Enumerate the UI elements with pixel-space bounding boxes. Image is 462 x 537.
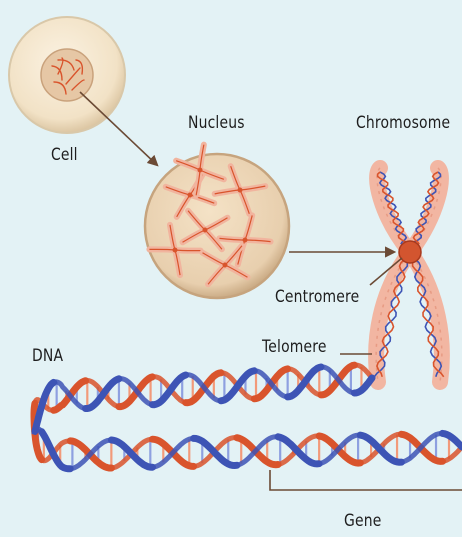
label-telomere: Telomere xyxy=(262,337,327,357)
dna-double-helix xyxy=(34,365,462,469)
cell xyxy=(9,17,125,133)
gene-marker-line xyxy=(270,470,462,490)
label-nucleus: Nucleus xyxy=(188,113,245,133)
label-cell: Cell xyxy=(51,145,78,165)
nucleus xyxy=(145,145,289,298)
label-dna: DNA xyxy=(32,346,63,366)
chromosome xyxy=(374,168,443,382)
label-centromere: Centromere xyxy=(275,287,359,307)
centromere-bead xyxy=(399,241,421,263)
label-chromosome: Chromosome xyxy=(356,113,450,133)
label-gene: Gene xyxy=(344,511,381,531)
